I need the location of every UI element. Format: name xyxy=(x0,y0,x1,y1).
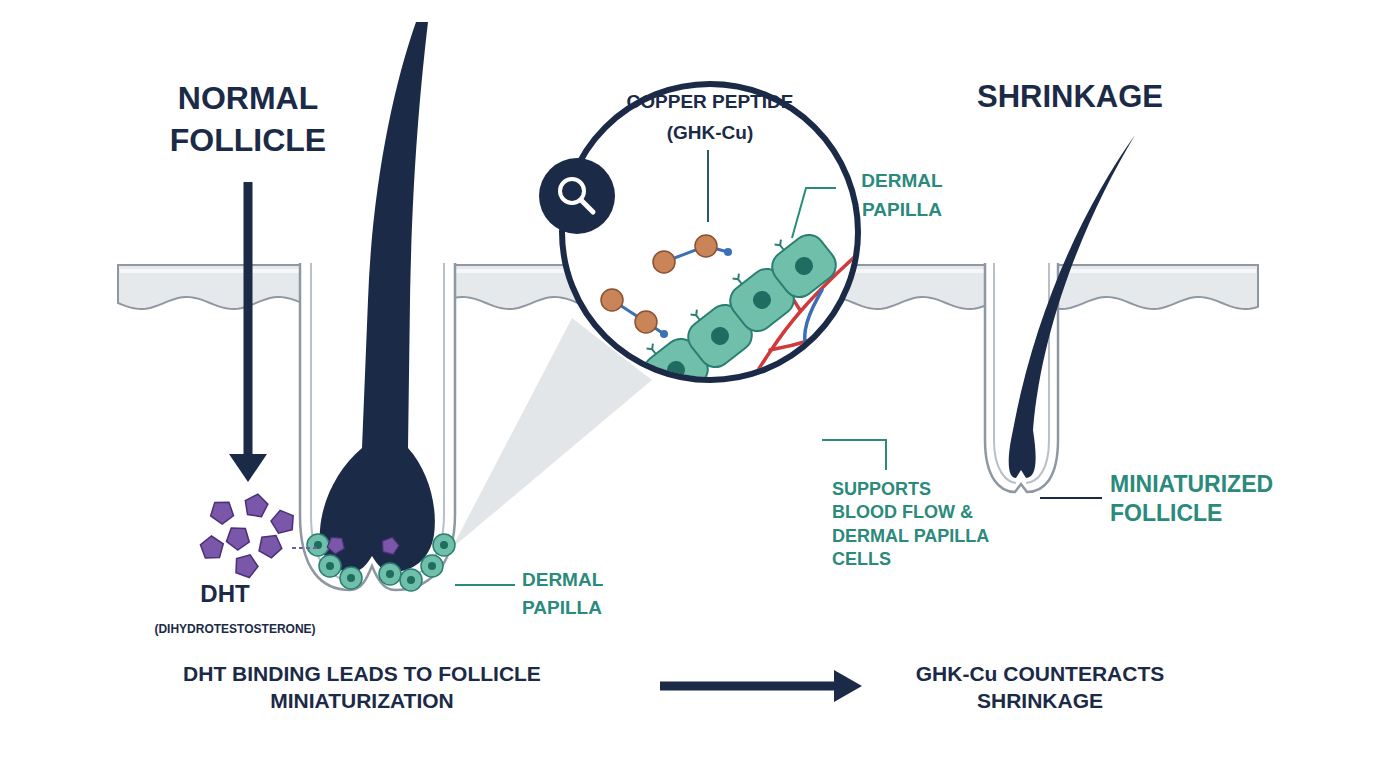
copper-atom xyxy=(635,311,657,333)
callout-label: DERMAL PAPILLA xyxy=(837,166,967,225)
papilla-cell xyxy=(760,221,843,304)
callout-label: MINIATURIZED FOLLICLE xyxy=(1110,470,1320,528)
copper-atom xyxy=(601,289,623,311)
cell-nucleus xyxy=(707,323,732,348)
copper-atom xyxy=(695,235,717,257)
dht-molecule xyxy=(259,536,282,558)
leader-line xyxy=(1040,497,1102,499)
callout-label: DERMAL PAPILLA xyxy=(522,566,652,621)
dermal-papilla-cells xyxy=(307,534,455,591)
callout-label: COPPER PEPTIDE (GHK-Cu) xyxy=(600,86,820,149)
cell-receptor xyxy=(647,344,659,357)
dht-molecule xyxy=(226,528,249,550)
cell-receptor xyxy=(733,274,745,287)
arrow-head xyxy=(229,454,267,482)
cell-nucleus xyxy=(621,391,646,416)
cell-body xyxy=(766,228,842,303)
panel-heading: NORMAL FOLLICLE xyxy=(148,78,348,161)
caption-text: GHK-Cu COUNTERACTS SHRINKAGE xyxy=(895,660,1185,715)
dht-molecules xyxy=(200,494,293,577)
right-arrow xyxy=(660,670,862,702)
icon-disc xyxy=(539,158,615,234)
cell-nucleus xyxy=(326,562,334,570)
peptide-end xyxy=(660,330,668,338)
cell-nucleus xyxy=(386,570,394,578)
dht-molecule xyxy=(200,536,223,558)
arrow-head xyxy=(834,670,862,702)
icon-handle xyxy=(581,200,593,212)
cell-body xyxy=(596,366,672,441)
magnifier-icon xyxy=(539,158,615,234)
copper-atom xyxy=(615,367,637,389)
copper-atom xyxy=(585,341,607,363)
bound-dht xyxy=(382,537,399,554)
cell-nucleus xyxy=(347,574,355,582)
vein-vessel xyxy=(740,450,760,480)
papilla-cell xyxy=(421,555,443,577)
leader-lines xyxy=(455,150,1102,585)
papilla-cell xyxy=(400,569,422,591)
callout-label: SUPPORTS BLOOD FLOW & DERMAL PAPILLA CEL… xyxy=(832,478,992,572)
hair-shaft xyxy=(320,22,435,572)
bound-dht xyxy=(327,537,344,554)
dht-molecule xyxy=(211,502,234,524)
copper-peptide xyxy=(585,341,644,396)
cell-nucleus xyxy=(749,287,774,312)
lens-content xyxy=(585,221,882,482)
down-arrow xyxy=(229,182,267,482)
papilla-cell xyxy=(340,567,362,589)
caption-text: DHT BINDING LEADS TO FOLLICLE MINIATURIZ… xyxy=(172,660,552,715)
copper-peptide xyxy=(653,235,732,273)
leader-bracket xyxy=(822,440,886,470)
dht-molecule xyxy=(245,494,268,517)
cell-nucleus xyxy=(407,576,415,584)
molecule-label: DHT xyxy=(180,580,270,609)
vein-vessel xyxy=(690,300,882,482)
peptide-end xyxy=(636,388,644,396)
cell-nucleus xyxy=(440,541,448,549)
molecule-sublabel: (DIHYDROTESTOSTERONE) xyxy=(130,622,340,636)
copper-peptide xyxy=(601,289,668,338)
papilla-cell xyxy=(379,563,401,585)
panel-heading: SHRINKAGE xyxy=(960,78,1180,115)
vein-vessel xyxy=(780,402,872,417)
papilla-cell xyxy=(307,534,329,556)
copper-atom xyxy=(653,251,675,273)
arrow-shaft xyxy=(660,682,838,691)
papilla-cell xyxy=(433,534,455,556)
normal-follicle xyxy=(300,22,455,591)
artery-vessel xyxy=(700,440,722,478)
miniaturized-follicle xyxy=(985,135,1135,492)
cell-receptor xyxy=(691,310,703,323)
thin-hair xyxy=(1009,135,1135,478)
cell-nucleus xyxy=(428,562,436,570)
lens-rim xyxy=(562,84,858,380)
cell-nucleus xyxy=(791,253,816,278)
dht-molecule xyxy=(236,555,258,578)
peptide-end xyxy=(724,248,732,256)
leader-line xyxy=(707,150,709,222)
leader-line xyxy=(455,584,515,586)
cell-receptor xyxy=(775,240,787,253)
papilla-cell xyxy=(319,555,341,577)
magnifier-lens xyxy=(562,84,882,482)
arrow-shaft xyxy=(244,182,253,456)
dht-leader xyxy=(292,547,318,549)
dht-molecule xyxy=(271,510,293,533)
cell-receptor xyxy=(605,378,617,391)
leader-line xyxy=(792,188,836,238)
lens-background xyxy=(562,84,858,380)
artery-vessel xyxy=(740,380,845,402)
